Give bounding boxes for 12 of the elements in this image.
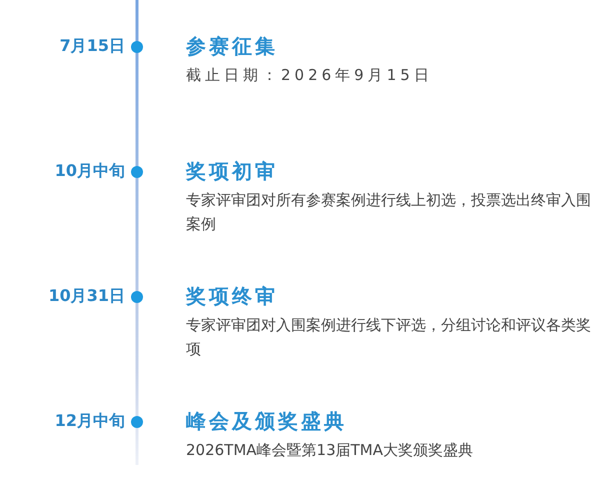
stage-description: 专家评审团对所有参赛案例进行线上初选，投票选出终审入围案例 — [186, 190, 591, 235]
stage-title: 奖项终审 — [186, 283, 279, 309]
date-label: 12月中旬 — [54, 411, 125, 432]
stage-title: 奖项初审 — [186, 158, 279, 184]
date-label: 10月中旬 — [54, 161, 125, 182]
stage-title: 参赛征集 — [186, 33, 279, 59]
stage-description: 2026TMA峰会暨第13届TMA大奖颁奖盛典 — [186, 440, 474, 461]
date-label: 10月31日 — [47, 286, 125, 307]
stage-description: 截止日期：2026年9月15日 — [186, 65, 434, 86]
date-label: 7月15日 — [58, 36, 125, 57]
stage-description: 专家评审团对入围案例进行线下评选，分组讨论和评议各类奖项 — [186, 315, 591, 360]
stage-title: 峰会及颁奖盛典 — [186, 408, 348, 434]
